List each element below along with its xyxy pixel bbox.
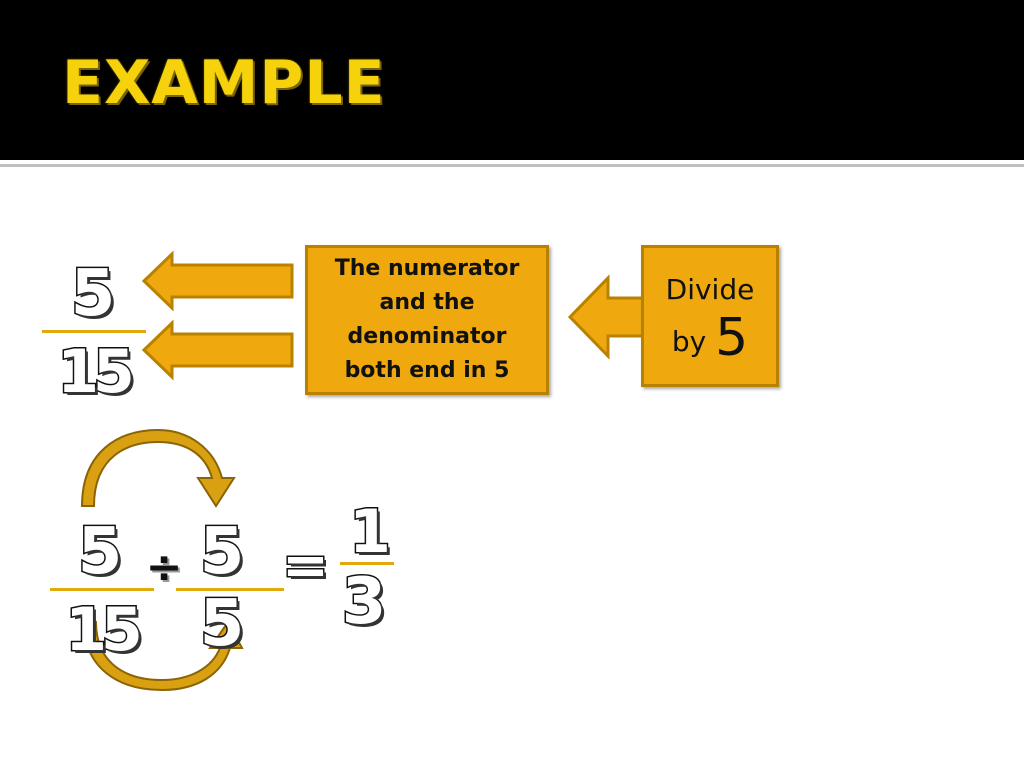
slide-title: EXAMPLE — [62, 48, 386, 118]
curved-arrow-icon — [82, 620, 244, 692]
explanation-text: The numerator and the denominator both e… — [334, 256, 520, 383]
equation-left-fraction-line — [50, 588, 154, 591]
result-denominator: 3 — [340, 565, 388, 639]
divide-label: Divide by 5 — [650, 266, 770, 366]
left-arrow-icon — [141, 250, 294, 312]
divide-number: 5 — [715, 308, 749, 368]
left-arrow-icon — [567, 274, 648, 360]
slide-header: EXAMPLE — [0, 0, 1024, 160]
equation-divisor-denominator: 5 — [198, 587, 246, 661]
divide-callout: Divide by 5 — [641, 245, 779, 387]
equals-sign: = — [281, 533, 331, 598]
division-operator: ÷ — [145, 542, 183, 593]
equation-divisor-fraction-line — [176, 588, 284, 591]
first-fraction-numerator: 5 — [69, 257, 117, 331]
first-fraction-denominator: 15 — [56, 337, 137, 407]
equation-left-numerator: 5 — [76, 515, 124, 589]
header-divider — [0, 164, 1024, 167]
left-arrow-icon — [141, 319, 294, 381]
explanation-callout: The numerator and the denominator both e… — [305, 245, 549, 395]
first-fraction-line — [42, 330, 146, 333]
curved-arrow-icon — [80, 428, 236, 508]
equation-divisor-numerator: 5 — [198, 515, 246, 589]
divide-text: Divide by — [665, 273, 755, 358]
equation-left-denominator: 15 — [64, 595, 145, 665]
result-numerator: 1 — [348, 497, 393, 567]
result-fraction-line — [340, 562, 394, 565]
